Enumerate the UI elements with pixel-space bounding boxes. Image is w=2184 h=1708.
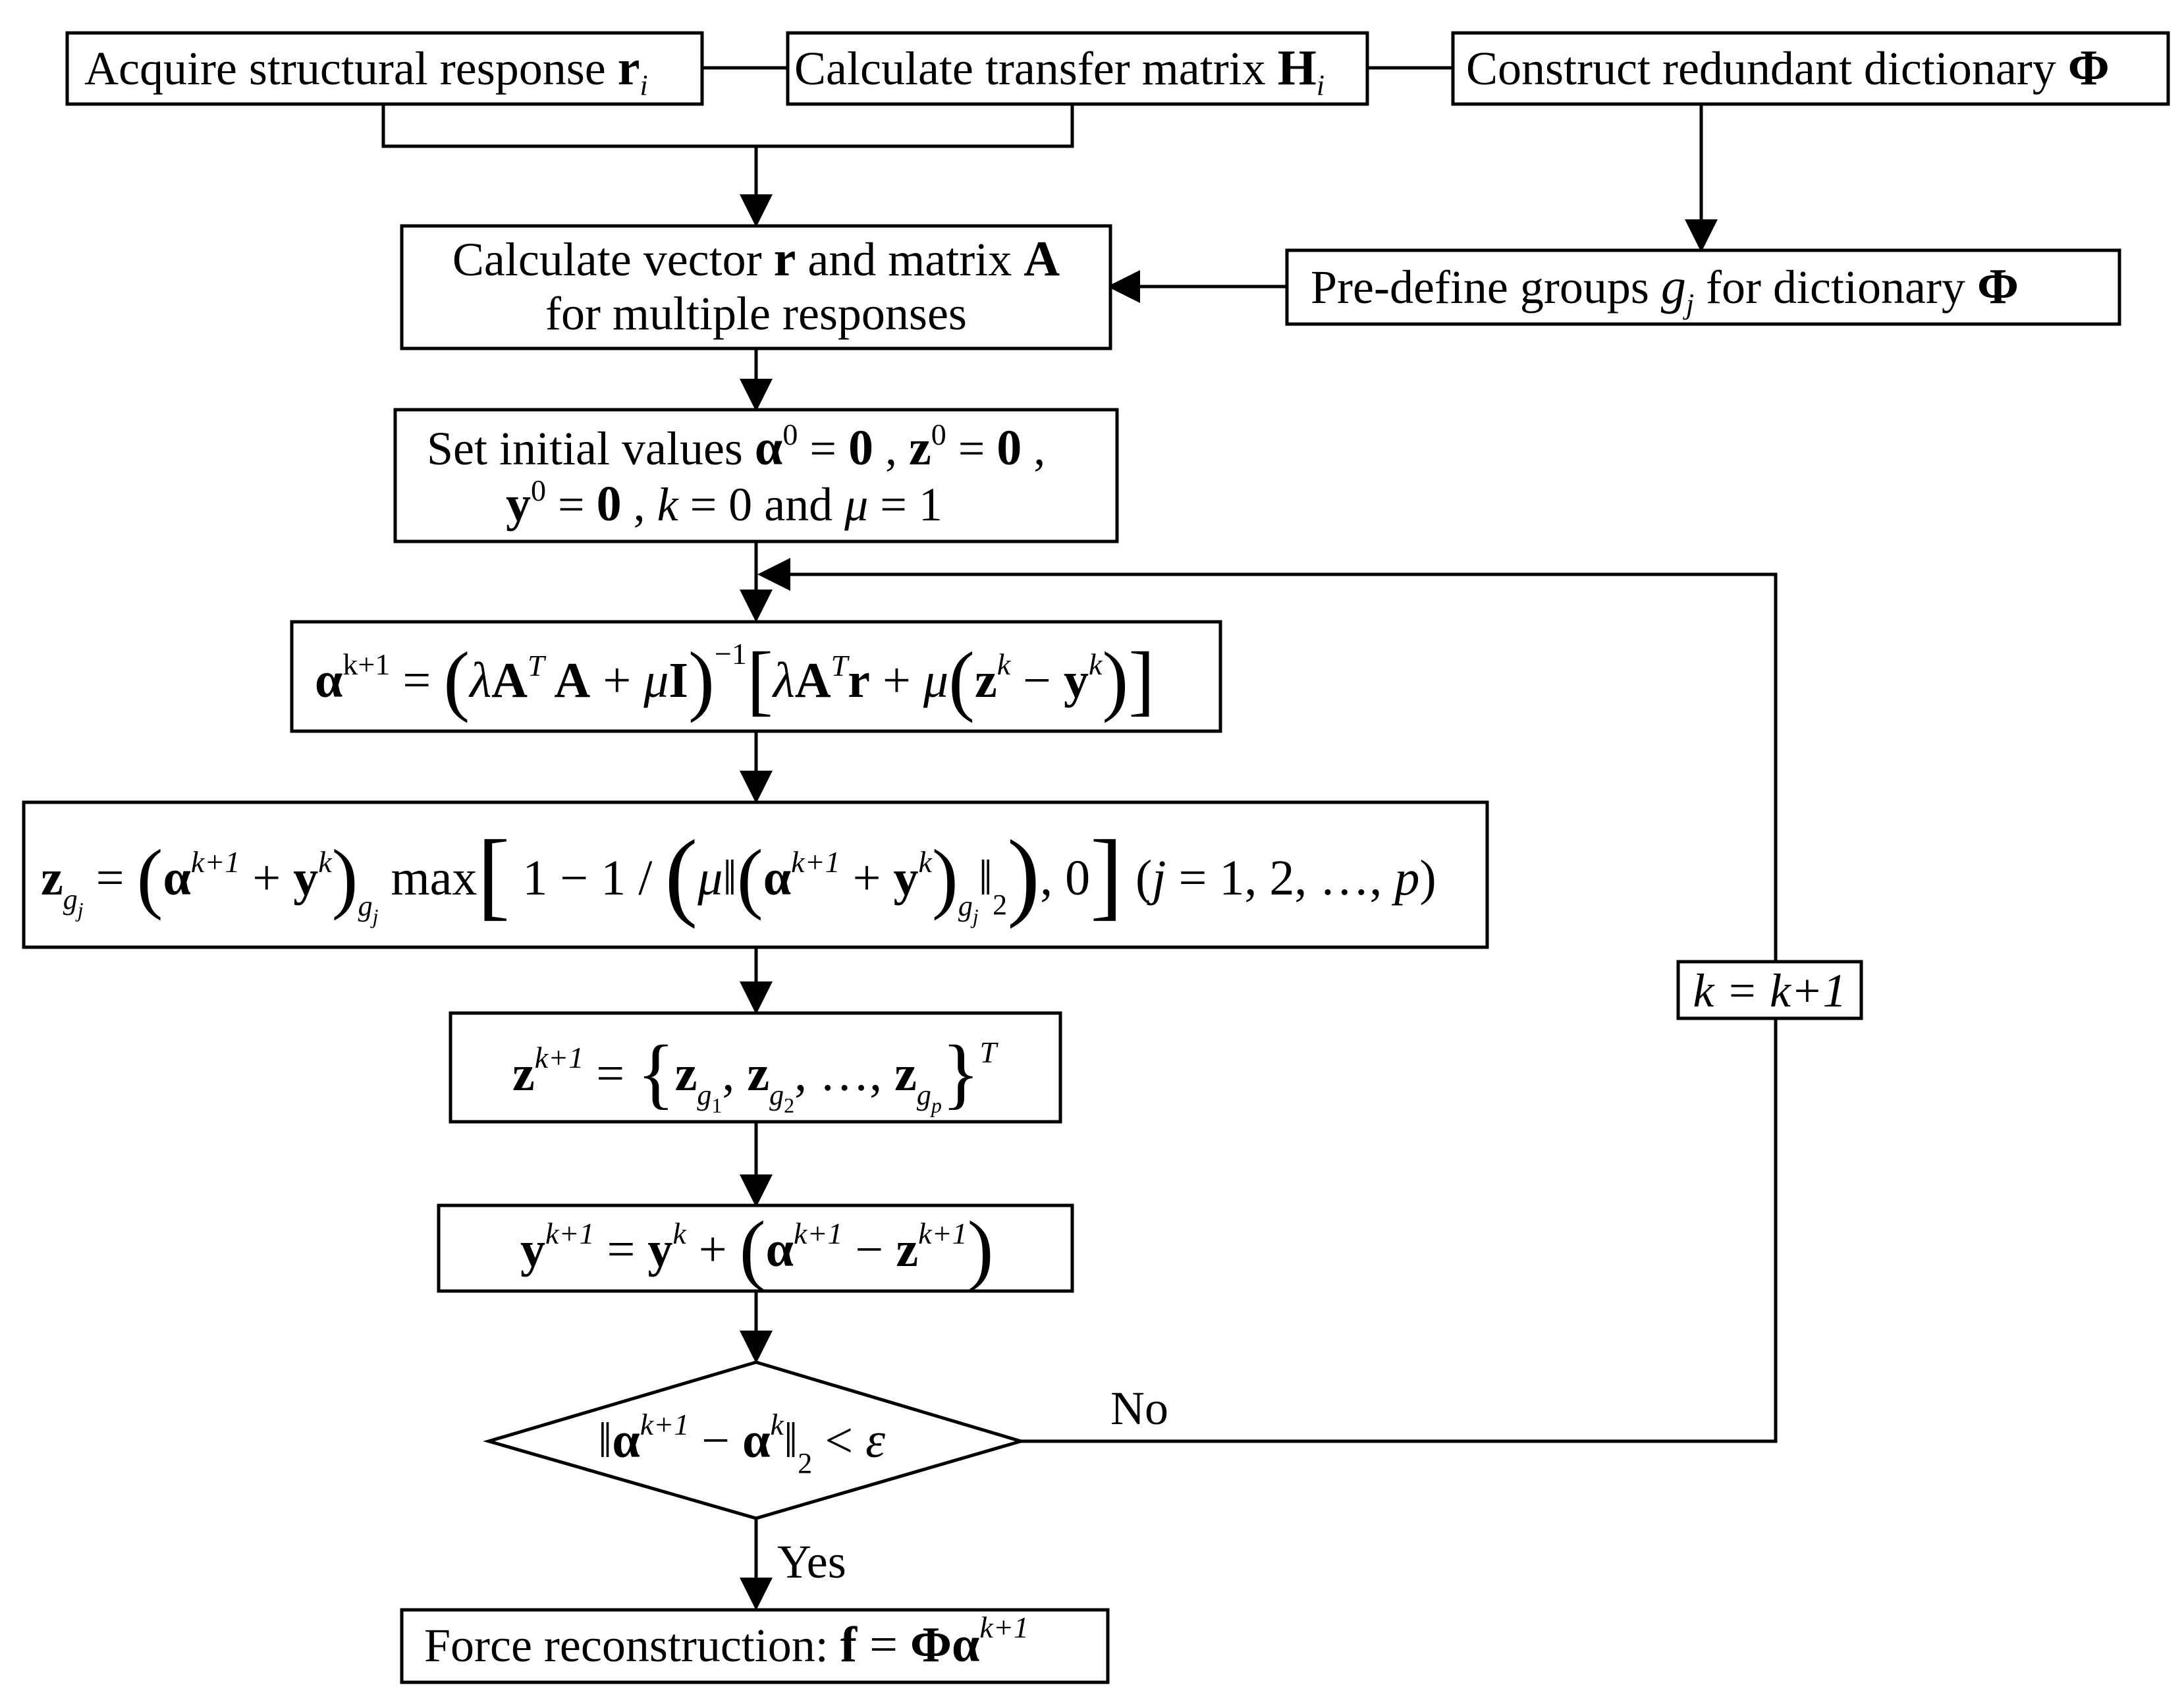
node-acquire: Acquire structural response ri xyxy=(65,31,704,106)
node-transfer: Calculate transfer matrix Hi xyxy=(786,31,1369,106)
svg-text:yk+1 = yk + (αk+1 − zk+1): yk+1 = yk + (αk+1 − zk+1) xyxy=(520,1205,994,1292)
node-initial: Set initial values α0 = 0 , z0 = 0 , y0 … xyxy=(393,408,1119,543)
node-predefine: Pre-define groups gj for dictionary Φ xyxy=(1285,248,2121,326)
node-decision: ‖αk+1 − αk‖2 < ε xyxy=(483,1360,1027,1520)
svg-text:Calculate vector r and matrix: Calculate vector r and matrix A xyxy=(452,231,1060,287)
loop-back-line-top xyxy=(757,558,1778,962)
node-z-assemble: zk+1 = {zg1, zg2, …, zgp}T xyxy=(449,1011,1062,1124)
svg-text:Force reconstruction: f = Φαk: Force reconstruction: f = Φαk+1 xyxy=(424,1611,1029,1672)
svg-text:y0 = 0 , k = 0 and μ = 1: y0 = 0 , k = 0 and μ = 1 xyxy=(506,474,942,532)
node-y-update: yk+1 = yk + (αk+1 − zk+1) xyxy=(437,1203,1074,1293)
svg-text:Set initial values α0 = 0 , z: Set initial values α0 = 0 , z0 = 0 , xyxy=(427,418,1045,476)
svg-text:‖αk+1 − αk‖2 < ε: ‖αk+1 − αk‖2 < ε xyxy=(598,1408,885,1479)
node-alpha-update: αk+1 = (λAT A + μI)−1[λATr + μ(zk − yk)] xyxy=(290,620,1222,733)
svg-text:αk+1 = (λAT A + μI)−1[λATr + μ: αk+1 = (λAT A + μI)−1[λATr + μ(zk − yk)] xyxy=(315,636,1155,723)
edge-label-yes: Yes xyxy=(777,1535,846,1588)
svg-text:Acquire structural response ri: Acquire structural response ri xyxy=(84,40,648,101)
node-dictionary: Construct redundant dictionary Φ xyxy=(1451,31,2170,106)
node-output: Force reconstruction: f = Φαk+1 xyxy=(400,1608,1110,1684)
svg-text:zk+1 = {zg1, zg2, …, zgp}T: zk+1 = {zg1, zg2, …, zgp}T xyxy=(512,1029,999,1117)
node-z-group: zgj = (αk+1 + yk)gj max[ 1 − 1 / (μ‖(αk+… xyxy=(22,800,1489,949)
svg-text:zgj = (αk+1 + yk)gj max[ 1 −: zgj = (αk+1 + yk)gj max[ 1 − 1 / (μ‖(αk+… xyxy=(41,820,1436,929)
connectors xyxy=(381,66,1778,1611)
loop-back-line xyxy=(1021,1000,1778,1443)
svg-text:Calculate transfer matrix Hi: Calculate transfer matrix Hi xyxy=(794,40,1324,101)
svg-text:Pre-define groups gj for dict: Pre-define groups gj for dictionary Φ xyxy=(1311,259,2019,320)
svg-text:for multiple responses: for multiple responses xyxy=(545,287,967,340)
edge-label-no: No xyxy=(1110,1382,1168,1435)
svg-text:k = k+1: k = k+1 xyxy=(1693,964,1846,1017)
node-counter: k = k+1 xyxy=(1676,960,1863,1020)
node-calc-vector: Calculate vector r and matrix A for mult… xyxy=(400,224,1112,350)
svg-text:Construct redundant dictionary: Construct redundant dictionary Φ xyxy=(1466,40,2110,96)
merge-bracket xyxy=(381,105,1074,148)
